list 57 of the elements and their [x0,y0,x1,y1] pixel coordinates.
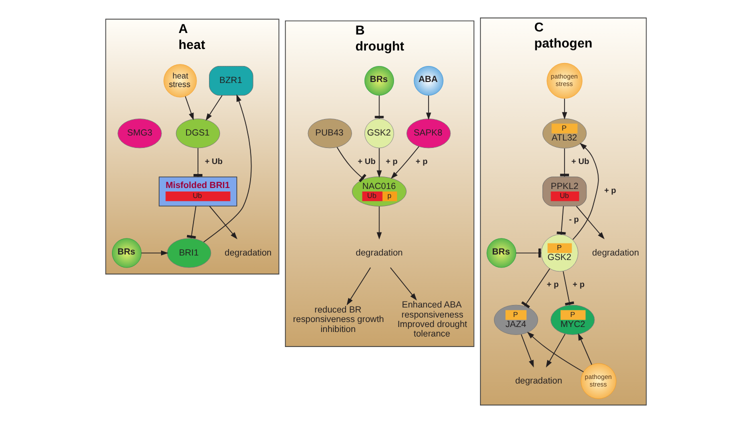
node-box: PPKL2 Ub [542,176,586,206]
node-ellipse: P MYC2 [550,304,594,335]
arrow [526,332,584,372]
edge-label: + Ub [570,157,589,166]
edge-label: - p [568,215,578,224]
arrow [376,206,382,240]
node-box: BZR1 [208,66,253,96]
node-ellipse: SMG3 [117,118,162,148]
arrow [578,333,592,366]
connector [336,146,366,182]
node-ellipse: DGS1 [175,118,220,148]
connector [562,270,574,306]
arrow [184,96,194,120]
edge-label: + p [546,280,558,290]
node-circle: ABA [413,66,443,96]
arrow [562,98,567,120]
node-circle: GSK2 [364,118,394,148]
edge-label: + p [572,280,584,290]
arrow [376,148,382,178]
arrow [140,250,168,256]
node-circle: P GSK2 [540,234,578,272]
node-ellipse: P ATL32 [542,118,586,148]
node-box: Misfolded BRI1 Ub [158,176,237,206]
arrow [389,267,416,300]
arrow [208,206,237,240]
node-ellipse: BRI1 [166,238,211,268]
connector [186,206,196,239]
node-text: degradation [592,247,639,258]
arrow [545,334,565,368]
node-circle: BRs [486,238,516,268]
node-text: Enhanced ABA responsiveness Improved drought tolerance [396,300,467,339]
arrow [346,267,370,306]
connector [193,148,202,178]
node-circle: heat stress [163,64,196,98]
node-text: reduced BR responsiveness growth inhibition [292,304,384,334]
node-text: degradation [224,247,272,258]
node-circle: BRs [111,238,142,268]
arrow [426,95,431,120]
node-text: degradation [514,375,562,386]
node-ellipse: PUB43 [307,118,352,148]
connector [515,248,542,258]
node-text: degradation [355,247,402,258]
edge-label: + p [415,157,428,166]
arrow [205,95,222,121]
edge-label: + p [604,186,616,196]
arrow [390,146,419,179]
node-circle: BRs [364,66,394,96]
arrow [575,206,604,240]
edge-label: + Ub [357,157,376,166]
arrow [202,94,252,242]
connector [520,268,550,308]
arrow [572,142,598,240]
edge-label: + Ub [204,157,222,166]
edge-label: + p [385,157,398,166]
node-ellipse: P JAZ4 [493,304,538,335]
node-ellipse: SAPK8 [406,118,450,148]
arrow [520,334,534,368]
